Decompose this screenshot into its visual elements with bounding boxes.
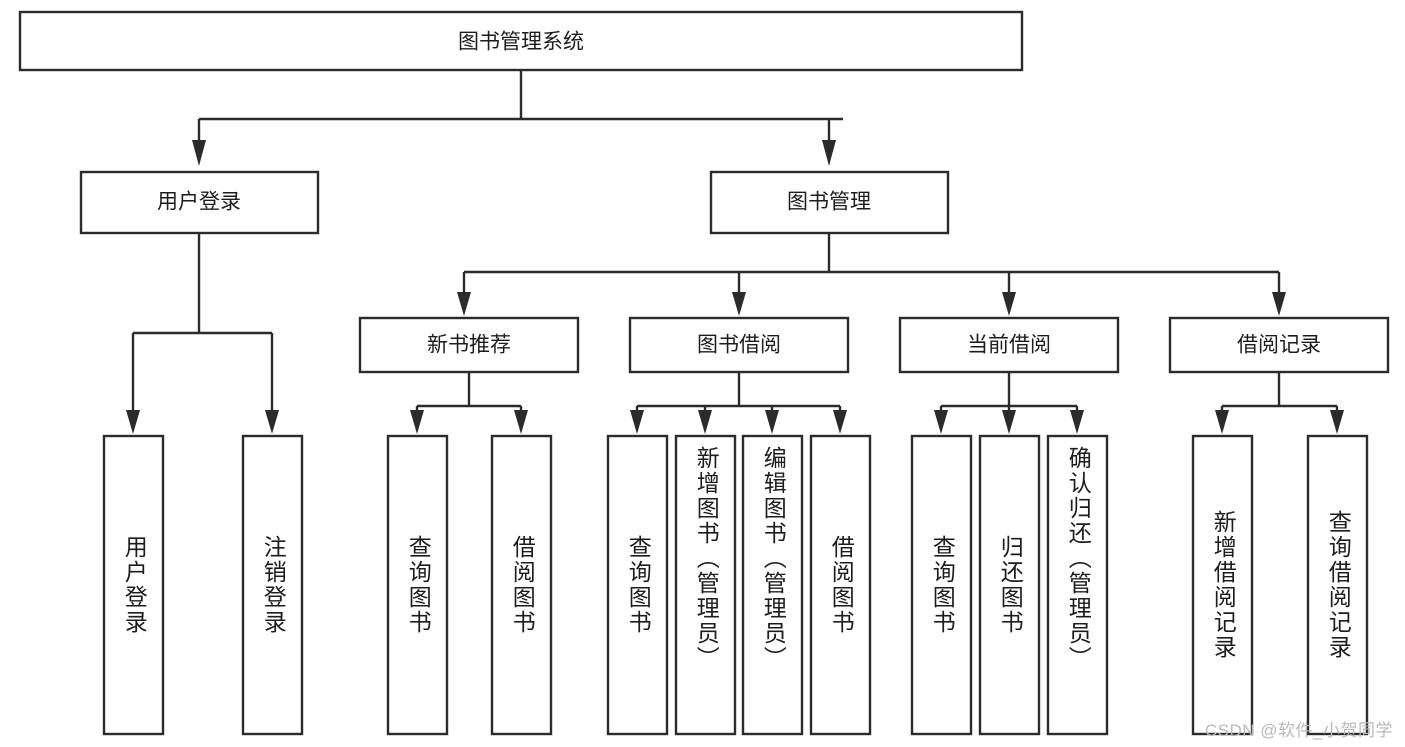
node-user-login-label: 用户登录 xyxy=(157,191,241,214)
connector-currentborrow-to-leaves xyxy=(934,372,1084,434)
leaf-box-currentborrow-confirm[interactable] xyxy=(1046,434,1109,736)
leaf-box-newbook-borrow[interactable] xyxy=(490,434,553,736)
node-book-borrow[interactable]: 图书借阅 xyxy=(628,316,850,374)
connector-bookmgmt-to-level3 xyxy=(457,233,1286,316)
connector-root-to-level2 xyxy=(192,70,843,166)
node-current-borrow-label: 当前借阅 xyxy=(967,334,1051,357)
leaf-box-bookborrow-borrow[interactable] xyxy=(809,434,872,736)
leaf-box-currentborrow-query[interactable] xyxy=(910,434,973,736)
node-new-book-recommend[interactable]: 新书推荐 xyxy=(358,316,580,374)
node-borrow-record[interactable]: 借阅记录 xyxy=(1168,316,1390,374)
node-root-book-management-system[interactable]: 图书管理系统 xyxy=(18,10,1024,72)
leaf-box-newbook-query[interactable] xyxy=(386,434,449,736)
leaf-box-bookborrow-add[interactable] xyxy=(674,434,737,736)
node-new-book-recommend-label: 新书推荐 xyxy=(427,334,511,357)
leaf-box-bookborrow-query[interactable] xyxy=(606,434,669,736)
node-book-management[interactable]: 图书管理 xyxy=(709,170,950,235)
node-borrow-record-label: 借阅记录 xyxy=(1237,334,1321,357)
csdn-watermark: CSDN @软件_小贺同学 xyxy=(1204,721,1393,740)
node-book-management-label: 图书管理 xyxy=(787,191,871,214)
connector-userlogin-to-leaves xyxy=(126,233,279,434)
node-user-login[interactable]: 用户登录 xyxy=(79,170,320,235)
connector-newbook-to-leaves xyxy=(410,372,528,434)
leaf-box-borrowrecord-add[interactable] xyxy=(1191,434,1254,736)
node-root-label: 图书管理系统 xyxy=(458,31,584,54)
leaf-box-bookborrow-edit[interactable] xyxy=(741,434,804,736)
node-current-borrow[interactable]: 当前借阅 xyxy=(898,316,1120,374)
connector-borrowrecord-to-leaves xyxy=(1215,372,1344,434)
leaf-box-currentborrow-return[interactable] xyxy=(978,434,1041,736)
leaf-box-borrowrecord-query[interactable] xyxy=(1306,434,1369,736)
connector-bookborrow-to-leaves xyxy=(630,372,847,434)
leaf-box-user-login-login[interactable] xyxy=(102,434,165,736)
node-book-borrow-label: 图书借阅 xyxy=(697,334,781,357)
leaf-box-user-login-logout[interactable] xyxy=(241,434,304,736)
